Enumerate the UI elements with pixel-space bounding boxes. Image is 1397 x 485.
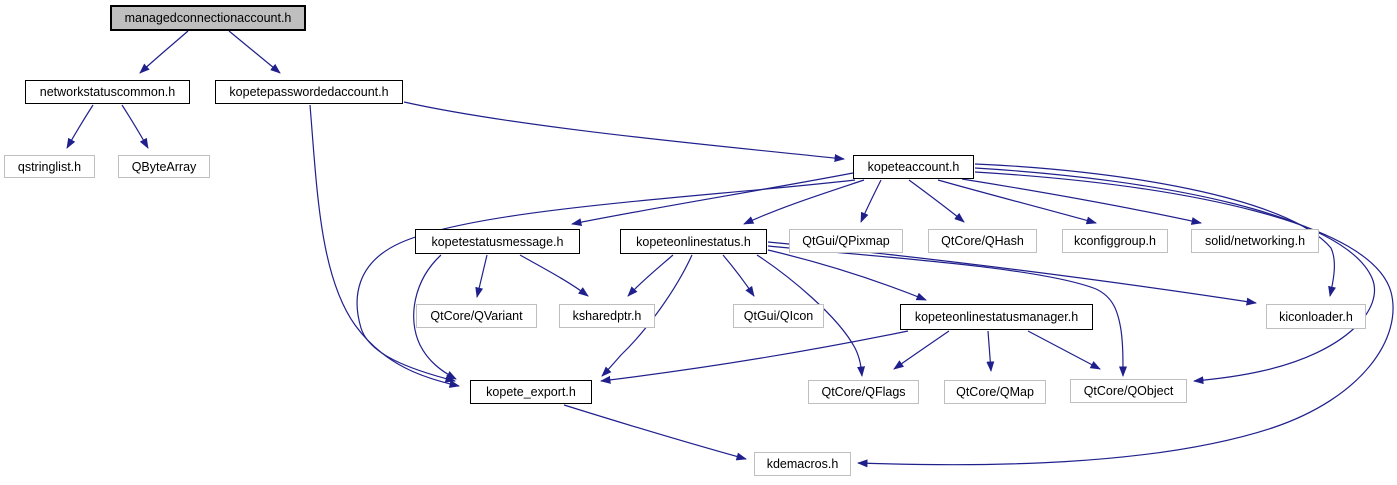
node-qtgui-qicon: QtGui/QIcon xyxy=(733,304,824,328)
node-qtcore-qmap: QtCore/QMap xyxy=(944,380,1046,404)
node-solid-networking: solid/networking.h xyxy=(1191,229,1319,253)
node-networkstatuscommon[interactable]: networkstatuscommon.h xyxy=(25,80,190,104)
edge-kopeteonlinestatus-to-ksharedptr xyxy=(627,254,674,297)
edge-kopete-export-to-kdemacros xyxy=(563,404,747,461)
node-kopeteonlinestatus[interactable]: kopeteonlinestatus.h xyxy=(620,229,767,254)
node-kopeteonlinestatusmanager[interactable]: kopeteonlinestatusmanager.h xyxy=(900,304,1093,330)
edge-kopeteaccount-to-kconfiggroup xyxy=(937,179,1097,225)
node-qtcore-qvariant: QtCore/QVariant xyxy=(416,304,537,328)
node-qtcore-qflags: QtCore/QFlags xyxy=(808,380,919,404)
node-qtcore-qobject: QtCore/QObject xyxy=(1070,379,1187,403)
edge-kopetestatusmessage-to-ksharedptr xyxy=(519,254,589,297)
node-ksharedptr: ksharedptr.h xyxy=(559,304,655,328)
node-managedconnectionaccount: managedconnectionaccount.h xyxy=(110,5,306,31)
edge-kopeteaccount-to-kiconloader xyxy=(974,163,1336,297)
edge-kopetepasswordedaccount-to-kopeteaccount xyxy=(403,101,845,162)
node-qtgui-qpixmap: QtGui/QPixmap xyxy=(789,229,903,253)
edge-kopeteaccount-to-kopetestatusmessage xyxy=(571,172,854,227)
node-kopetepasswordedaccount[interactable]: kopetepasswordedaccount.h xyxy=(215,80,403,104)
edge-networkstatuscommon-to-qstringlist xyxy=(66,104,94,149)
node-kopetestatusmessage[interactable]: kopetestatusmessage.h xyxy=(415,229,580,254)
edge-kopetestatusmessage-to-qtcore-qvariant xyxy=(475,254,488,298)
edge-managedconnectionaccount-to-networkstatuscommon xyxy=(139,30,189,74)
edge-kopeteonlinestatus-to-kopete-export xyxy=(601,254,693,377)
edge-kopetepasswordedaccount-to-kopete-export xyxy=(309,104,460,388)
edge-networkstatuscommon-to-qbytearray xyxy=(121,104,149,149)
edge-kopeteaccount-to-solid-networking xyxy=(961,178,1202,225)
edge-kopeteonlinestatus-to-kopeteonlinestatusmanager xyxy=(767,249,927,301)
node-qbytearray: QByteArray xyxy=(118,155,210,178)
edge-kopeteonlinestatusmanager-to-qtcore-qmap xyxy=(986,330,995,372)
edge-managedconnectionaccount-to-kopetepasswordedaccount xyxy=(228,30,281,74)
edge-kopeteaccount-to-kopeteonlinestatus xyxy=(743,179,865,225)
edge-kopeteaccount-to-kopete-export xyxy=(356,179,856,383)
node-kconfiggroup: kconfiggroup.h xyxy=(1062,229,1168,253)
edge-kopeteonlinestatusmanager-to-kopete-export xyxy=(600,330,909,384)
node-qtcore-qhash: QtCore/QHash xyxy=(928,229,1037,253)
edge-kopeteaccount-to-qtcore-qhash xyxy=(908,179,965,223)
edge-kopeteonlinestatus-to-qtgui-qicon xyxy=(722,254,755,297)
edge-kopeteonlinestatusmanager-to-qtcore-qflags xyxy=(893,330,950,370)
edge-kopeteaccount-to-qtcore-qobject xyxy=(974,167,1376,385)
node-kopeteaccount[interactable]: kopeteaccount.h xyxy=(853,155,974,179)
node-kopete-export[interactable]: kopete_export.h xyxy=(470,380,592,404)
node-qstringlist: qstringlist.h xyxy=(4,155,95,178)
edge-kopeteaccount-to-qtgui-qpixmap xyxy=(860,179,882,223)
edge-kopeteonlinestatus-to-qtcore-qobject xyxy=(767,245,1127,377)
edge-kopetestatusmessage-to-kopete-export xyxy=(413,254,457,380)
edge-kopeteaccount-to-kdemacros xyxy=(857,171,1394,468)
node-kdemacros: kdemacros.h xyxy=(754,452,851,476)
node-kiconloader: kiconloader.h xyxy=(1266,304,1366,329)
edge-kopeteonlinestatusmanager-to-qtcore-qobject xyxy=(1027,330,1101,370)
edge-kopeteonlinestatus-to-qtcore-qflags xyxy=(756,254,866,377)
